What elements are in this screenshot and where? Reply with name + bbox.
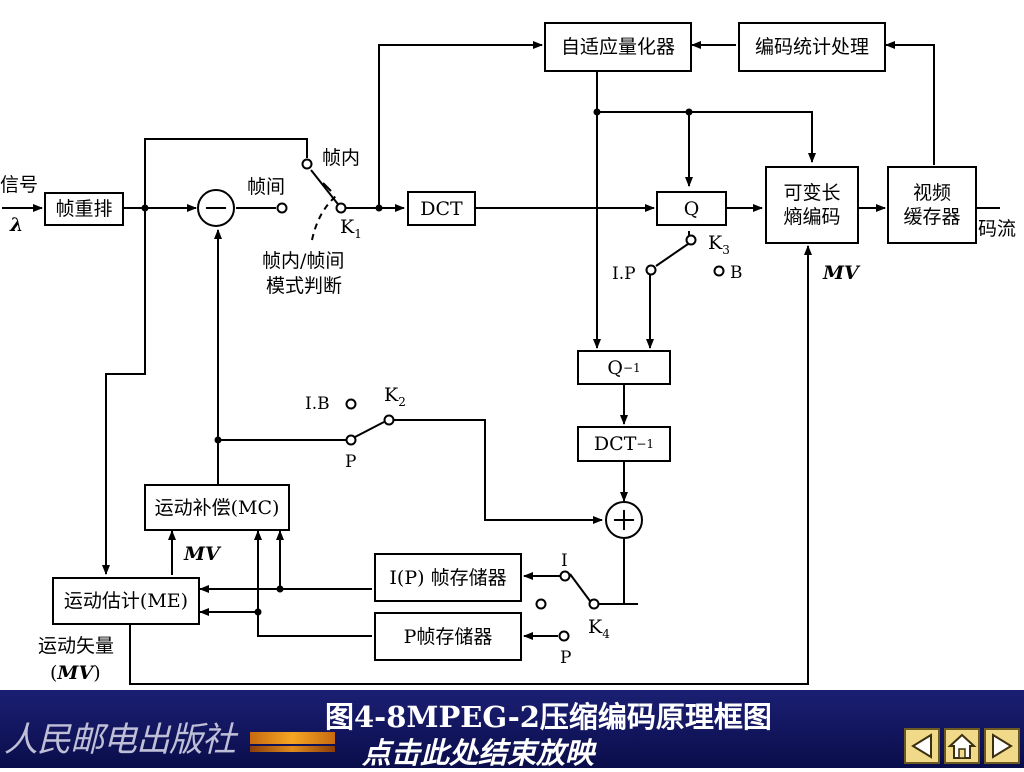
buffer-line1: 视频 [912,182,951,204]
k2-p-contact [345,434,357,446]
p-frame-store-box: P帧存储器 [374,612,522,661]
k3-b-contact [713,265,725,277]
adaptive-quantizer-box: 自适应量化器 [544,22,692,72]
vlc-line2: 熵编码 [783,206,841,228]
mv-close: ) [93,662,101,684]
vlc-line1: 可变长 [783,182,841,204]
vlc-box: 可变长 熵编码 [765,166,859,244]
iq-sup: −1 [622,360,641,375]
publisher-logo: 人民邮电出版社 [4,720,236,760]
dct-box: DCT [407,191,476,226]
slide-title: 图4-8MPEG-2压缩编码原理框图 [325,700,772,734]
b-label: B [730,263,743,283]
adder [605,501,643,539]
connector-lines [2,41,1000,685]
k4-i-contact [559,570,571,582]
k1-label: K1 [340,216,362,245]
k1-intra-contact [301,158,313,170]
motion-estimation-box: 运动估计(ME) [52,577,200,625]
next-icon [992,733,1013,759]
coding-stats-box: 编码统计处理 [738,22,886,72]
k3-k: K [708,232,723,254]
input-signal-label: 信号 [0,174,39,196]
mv-right-label: MV [823,262,859,284]
k2-pivot [383,414,395,426]
iq-label: Q [607,356,623,379]
k1-pivot [335,202,347,214]
decorative-stripe [250,732,335,744]
buffer-line2: 缓存器 [903,206,961,228]
video-buffer-box: 视频 缓存器 [887,166,977,244]
home-button[interactable] [944,728,980,764]
k3-label: K3 [708,232,730,261]
decorative-stripe-lower [250,746,335,752]
k1-k: K [340,216,355,238]
home-icon [947,733,977,759]
k2-sub: 2 [398,394,406,409]
mv-open: ( [50,662,58,684]
k2-k: K [384,384,399,406]
k2-p-label: P [345,452,357,472]
k2-ib-contact [345,398,357,410]
k3-pivot [685,234,697,246]
inverse-quantizer-box: Q−1 [577,350,671,385]
k2-label: K2 [384,384,406,413]
prev-button[interactable] [904,728,940,764]
k4-k: K [588,616,603,638]
ip-frame-store-box: I(P) 帧存储器 [374,553,522,602]
k4-p-contact [558,630,570,642]
ip-label: I.P [612,264,636,284]
k1-sub: 1 [354,226,362,241]
intra-label: 帧内 [322,147,361,169]
mode-decision-line1: 帧内/帧间 [262,250,345,272]
k3-ip-contact [645,264,657,276]
k4-sub: 4 [602,626,610,641]
previous-icon [911,733,932,759]
idct-sup: −1 [636,437,655,451]
k1-inter-contact [276,202,288,214]
footer-bar [0,690,1024,768]
next-button[interactable] [984,728,1020,764]
bitstream-label: 码流 [978,218,1017,240]
mode-decision-line2: 模式判断 [266,275,343,297]
k4-mid-contact [535,598,547,610]
k3-sub: 3 [722,242,730,257]
mv-left-label: MV [184,543,220,565]
frame-reorder-box: 帧重排 [44,192,124,226]
lambda-label: λ [10,214,24,236]
k4-label: K4 [588,616,610,645]
motion-compensation-box: 运动补偿(MC) [144,484,290,531]
inter-label: 帧间 [247,176,286,198]
mv-mid: MV [57,662,94,684]
k4-pivot [588,598,600,610]
subtractor [197,189,235,227]
idct-label: DCT [593,433,637,455]
ib-label: I.B [305,394,330,414]
motion-vector-line1: 运动矢量 [38,635,115,657]
end-show-link[interactable]: 点击此处结束放映 [362,736,595,770]
quantizer-box: Q [656,191,727,226]
motion-vector-line2: (MV) [50,662,101,684]
k4-p-label: P [560,648,572,668]
idct-box: DCT−1 [577,426,671,462]
k4-i-label: I [561,551,568,571]
